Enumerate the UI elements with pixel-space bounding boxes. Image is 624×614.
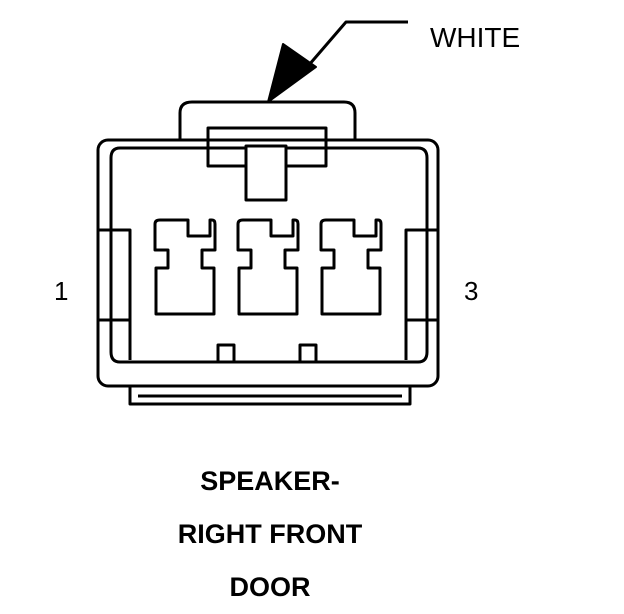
terminal-cavities [153, 218, 383, 316]
connector-body-outer [96, 138, 440, 388]
terminal-cavity-3 [319, 218, 383, 316]
connector-body-inner [109, 146, 429, 364]
pin-1-label: 1 [54, 276, 69, 306]
connector-latch-tab [178, 100, 357, 140]
connector-side-rails [98, 228, 438, 360]
terminal-cavity-2 [236, 218, 300, 316]
caption-line-3: DOOR [229, 572, 311, 602]
terminal-cavity-1 [153, 218, 217, 316]
connector-bottom-notches [216, 343, 318, 362]
connector-key-slot [206, 126, 328, 202]
pointer-arrow [267, 20, 408, 103]
pin-3-label: 3 [464, 276, 479, 306]
connector-diagram [96, 20, 440, 406]
connector-caption: SPEAKER- RIGHT FRONT DOOR [0, 455, 540, 614]
connector-base-plate [128, 386, 412, 406]
wire-color-label: WHITE [430, 22, 521, 53]
caption-line-2: RIGHT FRONT [177, 519, 363, 549]
caption-line-1: SPEAKER- [200, 466, 340, 496]
